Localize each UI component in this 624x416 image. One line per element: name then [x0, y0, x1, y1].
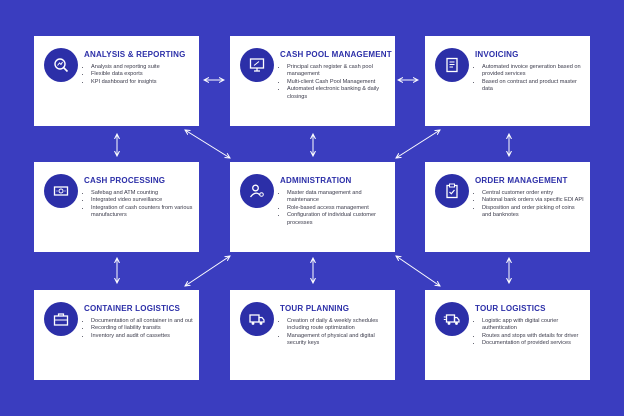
card-bullets: Principal cash register & cash pool mana…	[280, 64, 389, 101]
card-title: ORDER MANAGEMENT	[475, 176, 568, 185]
card-bullets: Creation of daily & weekly schedules inc…	[280, 318, 389, 348]
bullet-item: Integrated video surveillance	[91, 197, 193, 204]
truck-icon	[240, 302, 274, 336]
bullet-item: National bank orders via specific EDI AP…	[482, 197, 584, 204]
cash-icon	[44, 174, 78, 208]
bullet-item: Management of physical and digital secur…	[287, 333, 389, 348]
clipboard-icon	[435, 174, 469, 208]
card-title: ANALYSIS & REPORTING	[84, 50, 186, 59]
toolbox-icon	[44, 302, 78, 336]
card-title: CASH POOL MANAGEMENT	[280, 50, 392, 59]
bullet-item: Safebag and ATM counting	[91, 190, 193, 197]
bullet-item: Creation of daily & weekly schedules inc…	[287, 318, 389, 333]
bullet-item: Documentation of provided services	[482, 340, 584, 347]
card-bullets: Safebag and ATM counting Integrated vide…	[84, 190, 193, 220]
bullet-item: Automated invoice generation based on pr…	[482, 64, 584, 79]
analytics-icon	[44, 48, 78, 82]
card-tour-planning: TOUR PLANNING Creation of daily & weekly…	[230, 290, 395, 380]
card-invoicing: INVOICING Automated invoice generation b…	[425, 36, 590, 126]
card-bullets: Central customer order entry National ba…	[475, 190, 584, 220]
card-bullets: Master data management and maintenance R…	[280, 190, 389, 227]
arrow-analysis-admin	[185, 130, 230, 158]
bullet-item: Flexible data exports	[91, 71, 193, 78]
bullet-item: Role-based access management	[287, 205, 389, 212]
arrow-container-admin	[185, 256, 230, 286]
card-analysis-reporting: ANALYSIS & REPORTING Analysis and report…	[34, 36, 199, 126]
bullet-item: Analysis and reporting suite	[91, 64, 193, 71]
delivery-truck-icon	[435, 302, 469, 336]
bullet-item: Principal cash register & cash pool mana…	[287, 64, 389, 79]
bullet-item: KPI dashboard for insights	[91, 79, 193, 86]
bullet-item: Master data management and maintenance	[287, 190, 389, 205]
card-bullets: Logistic app with digital courier authen…	[475, 318, 584, 348]
card-title: INVOICING	[475, 50, 519, 59]
bullet-item: Recording of liability transits	[91, 325, 193, 332]
bullet-item: Configuration of individual customer pro…	[287, 212, 389, 227]
invoice-icon	[435, 48, 469, 82]
bullet-item: Based on contract and product master dat…	[482, 79, 584, 94]
card-bullets: Documentation of all container in and ou…	[84, 318, 193, 340]
bullet-item: Routes and stops with details for driver	[482, 333, 584, 340]
arrow-tourlog-admin	[396, 256, 440, 286]
card-bullets: Analysis and reporting suite Flexible da…	[84, 64, 193, 86]
card-title: TOUR PLANNING	[280, 304, 350, 313]
card-bullets: Automated invoice generation based on pr…	[475, 64, 584, 94]
card-title: CONTAINER LOGISTICS	[84, 304, 181, 313]
bullet-item: Disposition and order picking of coins a…	[482, 205, 584, 220]
bullet-item: Central customer order entry	[482, 190, 584, 197]
card-title: TOUR LOGISTICS	[475, 304, 546, 313]
user-gear-icon	[240, 174, 274, 208]
card-administration: ADMINISTRATION Master data management an…	[230, 162, 395, 252]
bullet-item: Integration of cash counters from variou…	[91, 205, 193, 220]
card-tour-logistics: TOUR LOGISTICS Logistic app with digital…	[425, 290, 590, 380]
card-cash-pool-management: CASH POOL MANAGEMENT Principal cash regi…	[230, 36, 395, 126]
bullet-item: Inventory and audit of cassettes	[91, 333, 193, 340]
arrow-invoicing-admin	[396, 130, 440, 158]
bullet-item: Logistic app with digital courier authen…	[482, 318, 584, 333]
bullet-item: Multi-client Cash Pool Management	[287, 79, 389, 86]
card-title: ADMINISTRATION	[280, 176, 352, 185]
card-container-logistics: CONTAINER LOGISTICS Documentation of all…	[34, 290, 199, 380]
card-cash-processing: CASH PROCESSING Safebag and ATM counting…	[34, 162, 199, 252]
card-title: CASH PROCESSING	[84, 176, 166, 185]
monitor-icon	[240, 48, 274, 82]
bullet-item: Automated electronic banking & daily clo…	[287, 86, 389, 101]
card-order-management: ORDER MANAGEMENT Central customer order …	[425, 162, 590, 252]
bullet-item: Documentation of all container in and ou…	[91, 318, 193, 325]
